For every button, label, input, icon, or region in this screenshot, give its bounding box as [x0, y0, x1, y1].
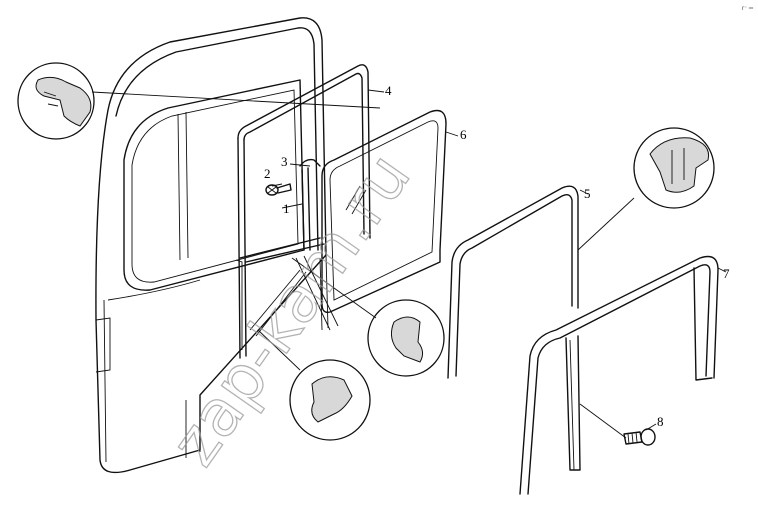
callout-3: 3 — [281, 154, 288, 169]
glass-run-channel — [235, 64, 371, 359]
window-seal-part-5 — [447, 185, 579, 379]
callout-4: 4 — [385, 83, 392, 98]
corner-mark: r⁻ ═ — [742, 6, 754, 12]
window-guide-rail — [249, 158, 339, 337]
door-glass — [319, 109, 447, 331]
bolt-part-2 — [265, 183, 292, 196]
door-frame-seal-part-7 — [519, 255, 719, 495]
callout-8: 8 — [657, 414, 664, 429]
callout-5: 5 — [584, 186, 591, 201]
bolt-part-8 — [623, 428, 656, 446]
callout-7: 7 — [723, 266, 730, 281]
detail-circle-right — [633, 127, 715, 209]
callout-2: 2 — [264, 166, 271, 181]
leader-lines — [91, 89, 727, 439]
detail-circle-lower — [289, 359, 371, 441]
detail-circle-center — [367, 299, 445, 377]
callout-labels: 1 2 3 4 5 6 7 8 — [264, 83, 730, 429]
callout-1: 1 — [283, 201, 290, 216]
detail-circle-top-left — [17, 62, 95, 140]
callout-6: 6 — [460, 127, 467, 142]
